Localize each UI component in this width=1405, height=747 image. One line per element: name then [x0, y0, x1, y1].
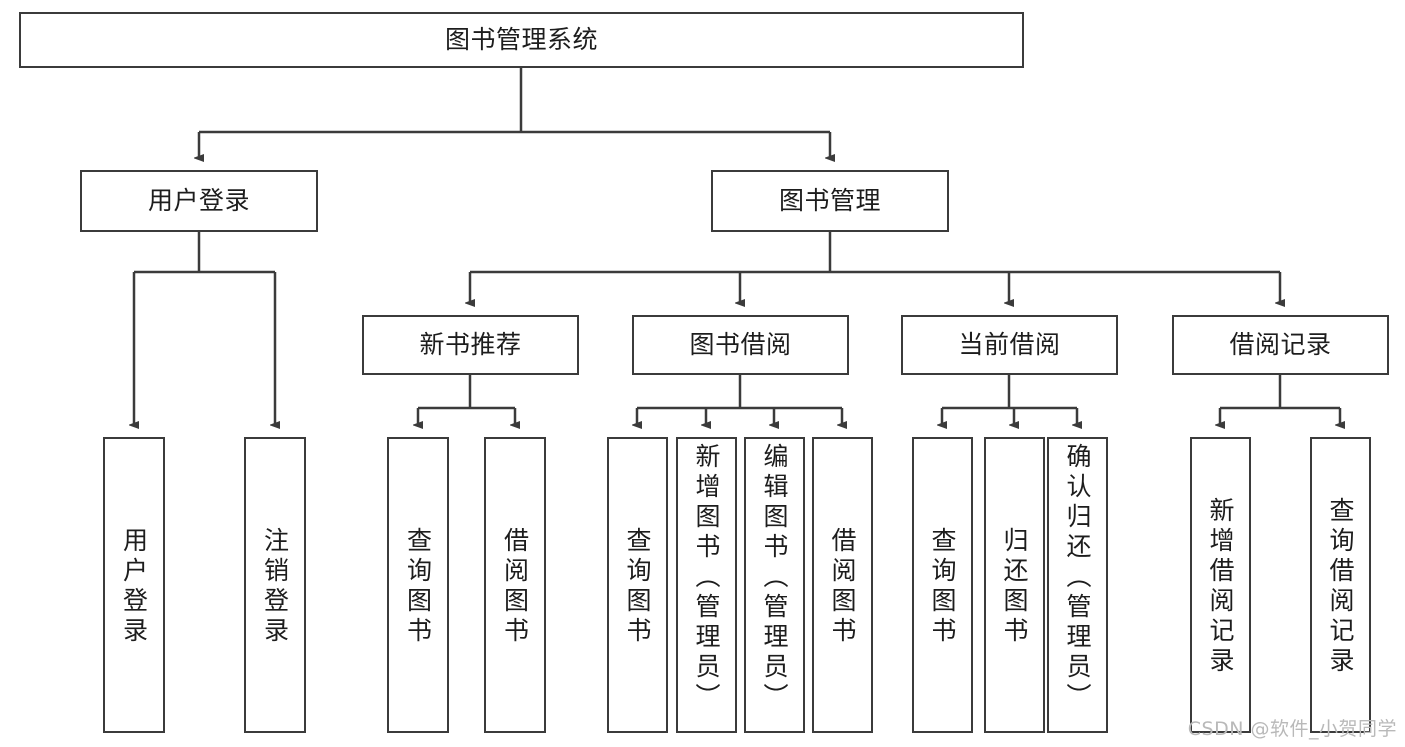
- node-leaf-borrow-book-2[interactable]: 借阅图书: [812, 437, 873, 733]
- node-leaf-query-record[interactable]: 查询借阅记录: [1310, 437, 1371, 733]
- node-book-borrow[interactable]: 图书借阅: [632, 315, 849, 375]
- node-user-login-label: 用户登录: [147, 185, 250, 215]
- node-current-borrow[interactable]: 当前借阅: [901, 315, 1118, 375]
- node-leaf-query-book-2[interactable]: 查询图书: [607, 437, 668, 733]
- node-leaf-query-book-3-label: 查询图书: [928, 527, 957, 647]
- node-leaf-edit-book-label: 编辑图书（管理员）: [760, 443, 789, 713]
- node-leaf-query-record-label: 查询借阅记录: [1326, 497, 1355, 677]
- node-current-borrow-label: 当前借阅: [958, 329, 1061, 359]
- node-leaf-query-book-2-label: 查询图书: [623, 527, 652, 647]
- node-leaf-add-book[interactable]: 新增图书（管理员）: [676, 437, 737, 733]
- node-root[interactable]: 图书管理系统: [19, 12, 1024, 68]
- node-book-management[interactable]: 图书管理: [711, 170, 949, 232]
- node-leaf-query-book-3[interactable]: 查询图书: [912, 437, 973, 733]
- node-leaf-borrow-book-1[interactable]: 借阅图书: [484, 437, 546, 733]
- node-leaf-confirm-return-label: 确认归还（管理员）: [1063, 443, 1092, 713]
- node-leaf-confirm-return[interactable]: 确认归还（管理员）: [1047, 437, 1108, 733]
- node-leaf-query-book-1-label: 查询图书: [403, 527, 433, 647]
- node-leaf-borrow-book-2-label: 借阅图书: [828, 527, 857, 647]
- node-new-book-recommend[interactable]: 新书推荐: [362, 315, 579, 375]
- node-user-login[interactable]: 用户登录: [80, 170, 318, 232]
- node-book-management-label: 图书管理: [778, 185, 881, 215]
- node-leaf-logout-label: 注销登录: [260, 527, 290, 647]
- node-leaf-return-book[interactable]: 归还图书: [984, 437, 1045, 733]
- node-leaf-add-record-label: 新增借阅记录: [1206, 497, 1235, 677]
- node-root-label: 图书管理系统: [444, 24, 598, 54]
- node-leaf-add-book-label: 新增图书（管理员）: [692, 443, 721, 713]
- node-book-borrow-label: 图书借阅: [689, 329, 792, 359]
- node-leaf-query-book-1[interactable]: 查询图书: [387, 437, 449, 733]
- watermark: CSDN @软件_小贺同学: [1187, 718, 1397, 740]
- node-leaf-user-login-label: 用户登录: [119, 527, 149, 647]
- node-leaf-edit-book[interactable]: 编辑图书（管理员）: [744, 437, 805, 733]
- node-new-book-recommend-label: 新书推荐: [419, 329, 522, 359]
- node-leaf-logout[interactable]: 注销登录: [244, 437, 306, 733]
- node-leaf-return-book-label: 归还图书: [1000, 527, 1029, 647]
- node-leaf-user-login[interactable]: 用户登录: [103, 437, 165, 733]
- node-leaf-add-record[interactable]: 新增借阅记录: [1190, 437, 1251, 733]
- node-borrow-record-label: 借阅记录: [1229, 329, 1332, 359]
- node-borrow-record[interactable]: 借阅记录: [1172, 315, 1389, 375]
- node-leaf-borrow-book-1-label: 借阅图书: [500, 527, 530, 647]
